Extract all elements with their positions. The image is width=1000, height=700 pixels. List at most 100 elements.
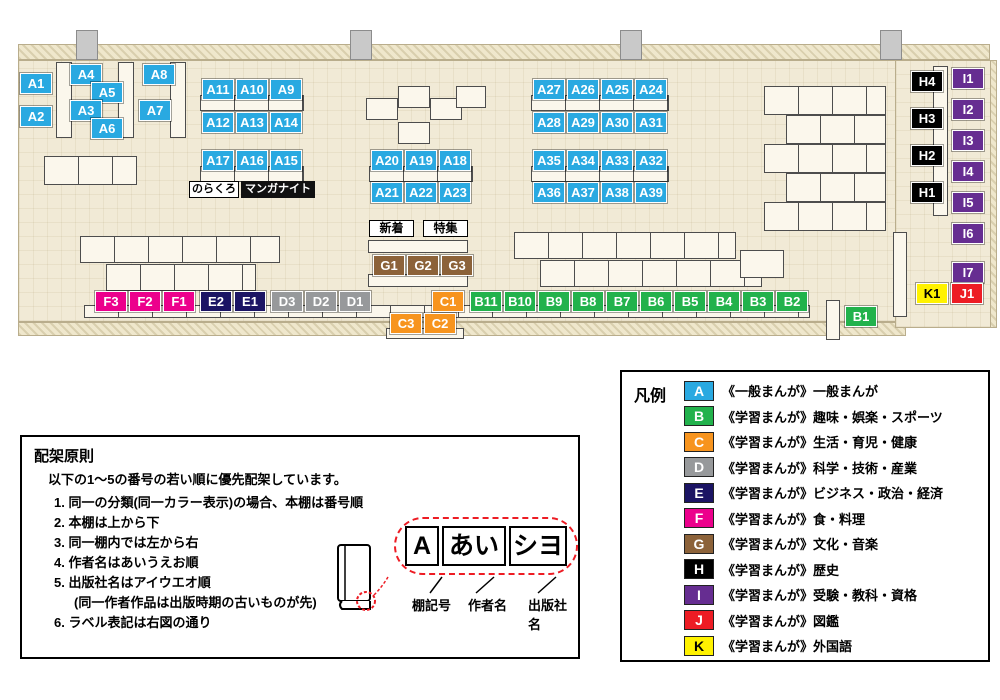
shelf-tag-a21: A21 xyxy=(371,182,403,203)
shelf-tag-h4: H4 xyxy=(911,71,943,92)
legend-label: 《一般まんが》一般まんが xyxy=(722,384,879,400)
shelf-tag-e2: E2 xyxy=(200,291,232,312)
rule-line: (同一作者作品は出版時期の古いものが先) xyxy=(74,595,317,610)
shelf-tag-i3: I3 xyxy=(952,130,984,151)
shelf-tag-g1: G1 xyxy=(373,255,405,276)
shelf-tag-a31: A31 xyxy=(635,112,667,133)
shelf-block xyxy=(826,300,840,340)
shelf-tag-c3: C3 xyxy=(390,313,422,334)
legend-chip-a: A xyxy=(684,380,714,401)
legend-label: 《学習まんが》科学・技術・産業 xyxy=(722,460,918,476)
legend-label: 《学習まんが》ビジネス・政治・経済 xyxy=(722,486,944,502)
shelf-tag-i7: I7 xyxy=(952,262,984,283)
rule-line: 2. 本棚は上から下 xyxy=(54,515,160,530)
shelf-block xyxy=(764,144,886,173)
shelf-tag-b9: B9 xyxy=(538,291,570,312)
shelf-tag-a18: A18 xyxy=(439,150,471,171)
shelf-tag-a22: A22 xyxy=(405,182,437,203)
shelf-block xyxy=(531,166,669,182)
legend-item-e: E 《学習まんが》ビジネス・政治・経済 xyxy=(684,480,943,506)
shelf-block xyxy=(740,250,784,278)
shelf-block xyxy=(430,98,462,120)
legend-label: 《学習まんが》文化・音楽 xyxy=(722,537,879,553)
shelf-tag-a5: A5 xyxy=(91,82,123,103)
caption-publisher-name: 出版社名 xyxy=(528,598,568,632)
shelf-block xyxy=(786,173,886,202)
shelf-block xyxy=(764,202,886,231)
shelf-block xyxy=(456,86,486,108)
shelf-tag-a30: A30 xyxy=(601,112,633,133)
label-author-name: あい xyxy=(442,526,506,566)
shelf-tag-a27: A27 xyxy=(533,79,565,100)
shelf-tag-j1: J1 xyxy=(951,283,983,304)
shelf-block xyxy=(531,95,669,111)
shelf-tag-f3: F3 xyxy=(95,291,127,312)
shelf-tag-b10: B10 xyxy=(504,291,536,312)
shelf-tag-b2: B2 xyxy=(776,291,808,312)
shelf-tag-d2: D2 xyxy=(305,291,337,312)
shelf-tag-a37: A37 xyxy=(567,182,599,203)
shelf-tag-a13: A13 xyxy=(236,112,268,133)
shelf-block xyxy=(44,156,137,185)
shelf-tag-a26: A26 xyxy=(567,79,599,100)
shelf-tag-b4: B4 xyxy=(708,291,740,312)
book-icon xyxy=(337,544,389,611)
shelf-tag-b8: B8 xyxy=(572,291,604,312)
shelf-tag-b3: B3 xyxy=(742,291,774,312)
legend-title: 凡例 xyxy=(634,388,667,405)
shelf-block xyxy=(80,236,280,263)
legend-chip-h: H xyxy=(684,559,714,580)
shelf-tag-h1: H1 xyxy=(911,182,943,203)
shelf-tag-a28: A28 xyxy=(533,112,565,133)
shelf-block xyxy=(786,115,886,144)
shelf-tag-h3: H3 xyxy=(911,108,943,129)
spine-label-sample: A あい シヨ xyxy=(394,517,578,575)
shelf-tag-a9: A9 xyxy=(270,79,302,100)
legend-item-a: A 《一般まんが》一般まんが xyxy=(684,378,943,404)
shelf-block xyxy=(933,66,948,216)
rule-line: 5. 出版社名はアイウエオ順 xyxy=(54,575,211,590)
map-sign: マンガナイト xyxy=(241,181,315,198)
pillar xyxy=(350,30,372,60)
principles-title: 配架原則 xyxy=(34,448,95,465)
shelf-tag-a14: A14 xyxy=(270,112,302,133)
shelf-tag-a23: A23 xyxy=(439,182,471,203)
rule-line: 4. 作者名はあいうえお順 xyxy=(54,555,199,570)
shelf-tag-i5: I5 xyxy=(952,192,984,213)
shelf-tag-e1: E1 xyxy=(234,291,266,312)
shelf-tag-a38: A38 xyxy=(601,182,633,203)
legend-label: 《学習まんが》歴史 xyxy=(722,562,840,578)
legend-chip-k: K xyxy=(684,635,714,656)
shelf-tag-b6: B6 xyxy=(640,291,672,312)
shelf-tag-a20: A20 xyxy=(371,150,403,171)
legend-label: 《学習まんが》受験・教科・資格 xyxy=(722,588,918,604)
shelf-tag-a24: A24 xyxy=(635,79,667,100)
shelf-tag-a8: A8 xyxy=(143,64,175,85)
legend-label: 《学習まんが》食・料理 xyxy=(722,511,866,527)
legend-chip-e: E xyxy=(684,482,714,503)
shelf-tag-a11: A11 xyxy=(202,79,234,100)
caption-author-name: 作者名 xyxy=(468,598,508,613)
shelf-tag-h2: H2 xyxy=(911,145,943,166)
shelf-block xyxy=(893,232,907,317)
wall-hatch xyxy=(18,44,990,60)
legend-chip-i: I xyxy=(684,584,714,605)
shelf-tag-a2: A2 xyxy=(20,106,52,127)
rule-line: 6. ラベル表記は右図の通り xyxy=(54,615,212,630)
shelf-tag-b11: B11 xyxy=(470,291,502,312)
legend-item-k: K《学習まんが》外国語 xyxy=(684,633,943,659)
principles-box: 配架原則 以下の1〜5の番号の若い順に優先配架しています。 1. 同一の分類(同… xyxy=(20,435,580,659)
pillar xyxy=(76,30,98,60)
legend-label: 《学習まんが》図鑑 xyxy=(722,613,840,629)
shelf-tag-a6: A6 xyxy=(91,118,123,139)
rule-line: 3. 同一棚内では左から右 xyxy=(54,535,199,550)
shelf-tag-a7: A7 xyxy=(139,100,171,121)
shelf-block xyxy=(540,260,762,287)
shelf-tag-a17: A17 xyxy=(202,150,234,171)
shelf-tag-i4: I4 xyxy=(952,161,984,182)
shelf-tag-i1: I1 xyxy=(952,68,984,89)
shelf-block xyxy=(514,232,736,259)
shelf-tag-a3: A3 xyxy=(70,100,102,121)
